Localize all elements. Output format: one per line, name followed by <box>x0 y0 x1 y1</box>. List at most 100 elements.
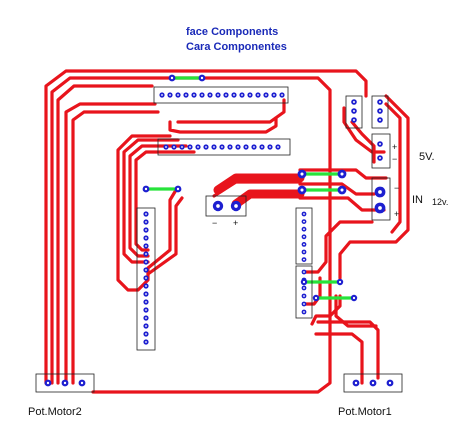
ic-top-outline <box>153 86 289 104</box>
label-12v: 12v. <box>432 197 449 207</box>
pad-conn-5v-2-hole <box>379 157 381 159</box>
pad-ic-left-7-hole <box>145 261 147 263</box>
pad-conn-12v-1-hole <box>378 190 382 194</box>
pad-pot-motor1-3-hole <box>388 381 392 385</box>
trace-fan-5 <box>146 188 178 270</box>
trace-outer-loop-3 <box>56 84 154 385</box>
pad-ic-left-13-hole <box>145 309 147 311</box>
pad-ic-left-3-hole <box>145 229 147 231</box>
label-cap-minus: − <box>212 218 218 228</box>
pad-header-low-4-hole <box>303 295 305 297</box>
trace-lower-right-5 <box>334 294 378 328</box>
title-cara-componentes: Cara Componentes <box>186 41 287 53</box>
pad-ic-top-11-hole <box>241 94 243 96</box>
trace-right-7 <box>298 196 386 212</box>
pot-motor1-outline <box>343 373 403 393</box>
pad-ic-top-14-hole <box>265 94 267 96</box>
label-pot-motor2: Pot.Motor2 <box>28 406 82 418</box>
pad-ic-top-8-hole <box>217 94 219 96</box>
trace-outer-loop-1 <box>44 69 368 385</box>
pad-conn-right-a-3-hole <box>353 119 355 121</box>
pad-ic-mid-7-hole <box>213 146 215 148</box>
label-pot-motor1: Pot.Motor1 <box>338 406 392 418</box>
title-face-components: face Components <box>186 26 279 38</box>
trace-fan-6 <box>146 196 184 276</box>
ic-mid-outline <box>157 138 291 156</box>
pad-ic-left-10-hole <box>145 285 147 287</box>
label-plus-5v: + <box>392 142 398 152</box>
pad-mid-1b-hole <box>340 172 344 176</box>
pad-header-right-7-hole <box>303 258 305 261</box>
pad-jumper-left-b-hole <box>176 187 180 191</box>
label-cap-plus: + <box>233 218 239 228</box>
jumper-layer <box>144 76 356 300</box>
cap-outline <box>205 195 247 217</box>
pad-ic-left-4-hole <box>145 237 147 239</box>
pad-header-right-5-hole <box>303 243 305 246</box>
pad-cap-minus-hole <box>216 204 220 208</box>
trace-lower-right-3 <box>310 294 342 326</box>
power-trace-layer <box>213 173 305 209</box>
pad-ic-left-5-hole <box>145 245 147 247</box>
pad-jumper-top-a-hole <box>170 76 174 80</box>
pad-ic-top-15-hole <box>273 94 275 96</box>
pad-header-right-2-hole <box>303 220 305 223</box>
pad-mid-2a-hole <box>300 188 304 192</box>
pad-header-right-1-hole <box>303 213 305 215</box>
pad-ic-mid-11-hole <box>245 146 247 148</box>
pad-pot-motor1-2-hole <box>371 381 375 385</box>
pad-ic-mid-14-hole <box>269 146 271 148</box>
trace-fan-2 <box>122 138 180 264</box>
trace-lower-right-4 <box>316 320 380 380</box>
label-plus-in: + <box>394 209 400 219</box>
label-minus-5v: − <box>392 154 398 164</box>
pad-low-2b-hole <box>352 296 356 300</box>
label-5v: 5V. <box>419 151 435 163</box>
pad-ic-top-13-hole <box>257 94 259 96</box>
pad-conn-right-a-2-hole <box>353 110 355 112</box>
pad-ic-mid-1-hole <box>165 146 167 148</box>
pad-ic-mid-3-hole <box>181 146 183 148</box>
trace-fan-4 <box>134 150 196 252</box>
pad-ic-left-1-hole <box>145 213 147 215</box>
pad-ic-mid-4-hole <box>189 146 191 148</box>
pad-ic-top-16-hole <box>281 94 283 96</box>
outline-layer <box>35 86 403 393</box>
pad-ic-top-7-hole <box>209 94 211 96</box>
pad-ic-mid-13-hole <box>261 146 263 148</box>
pad-low-1a-hole <box>302 280 306 284</box>
pot-motor2-outline <box>35 373 95 393</box>
pad-ic-top-12-hole <box>249 94 251 96</box>
conn-right-a-outline <box>345 95 363 129</box>
trace-top-ic-link <box>168 116 278 134</box>
trace-power-2 <box>231 189 305 209</box>
pad-ic-left-15-hole <box>145 325 147 327</box>
pad-header-right-4-hole <box>303 235 305 238</box>
pad-header-right-6-hole <box>303 251 305 253</box>
pad-ic-top-2-hole <box>169 94 171 96</box>
pad-ic-mid-8-hole <box>221 146 223 148</box>
conn-5v-outline <box>371 133 391 169</box>
pad-conn-12v-2-hole <box>378 206 382 210</box>
pad-conn-5v-1-hole <box>379 143 381 145</box>
pad-low-2a-hole <box>314 296 318 300</box>
pad-header-right-3-hole <box>303 228 305 231</box>
conn-right-b-outline <box>371 95 389 129</box>
trace-motor2-ret-2 <box>71 110 160 385</box>
trace-motor2-ret <box>64 102 157 385</box>
pad-ic-mid-2-hole <box>173 146 175 148</box>
trace-top-ic-link-2 <box>176 98 286 124</box>
pad-ic-mid-12-hole <box>253 146 255 148</box>
pad-ic-top-5-hole <box>193 94 195 96</box>
pad-jumper-left-a-hole <box>144 187 148 191</box>
pad-ic-left-12-hole <box>145 301 147 303</box>
pad-ic-left-2-hole <box>145 221 147 223</box>
pad-ic-mid-10-hole <box>237 146 239 148</box>
pad-ic-mid-5-hole <box>197 146 199 148</box>
pad-ic-mid-9-hole <box>229 146 231 148</box>
trace-pot1 <box>314 332 364 385</box>
pad-cap-plus-hole <box>234 204 238 208</box>
pad-conn-right-b-3-hole <box>379 119 381 121</box>
pad-ic-left-17-hole <box>145 341 147 343</box>
pad-header-low-6-hole <box>303 311 305 313</box>
